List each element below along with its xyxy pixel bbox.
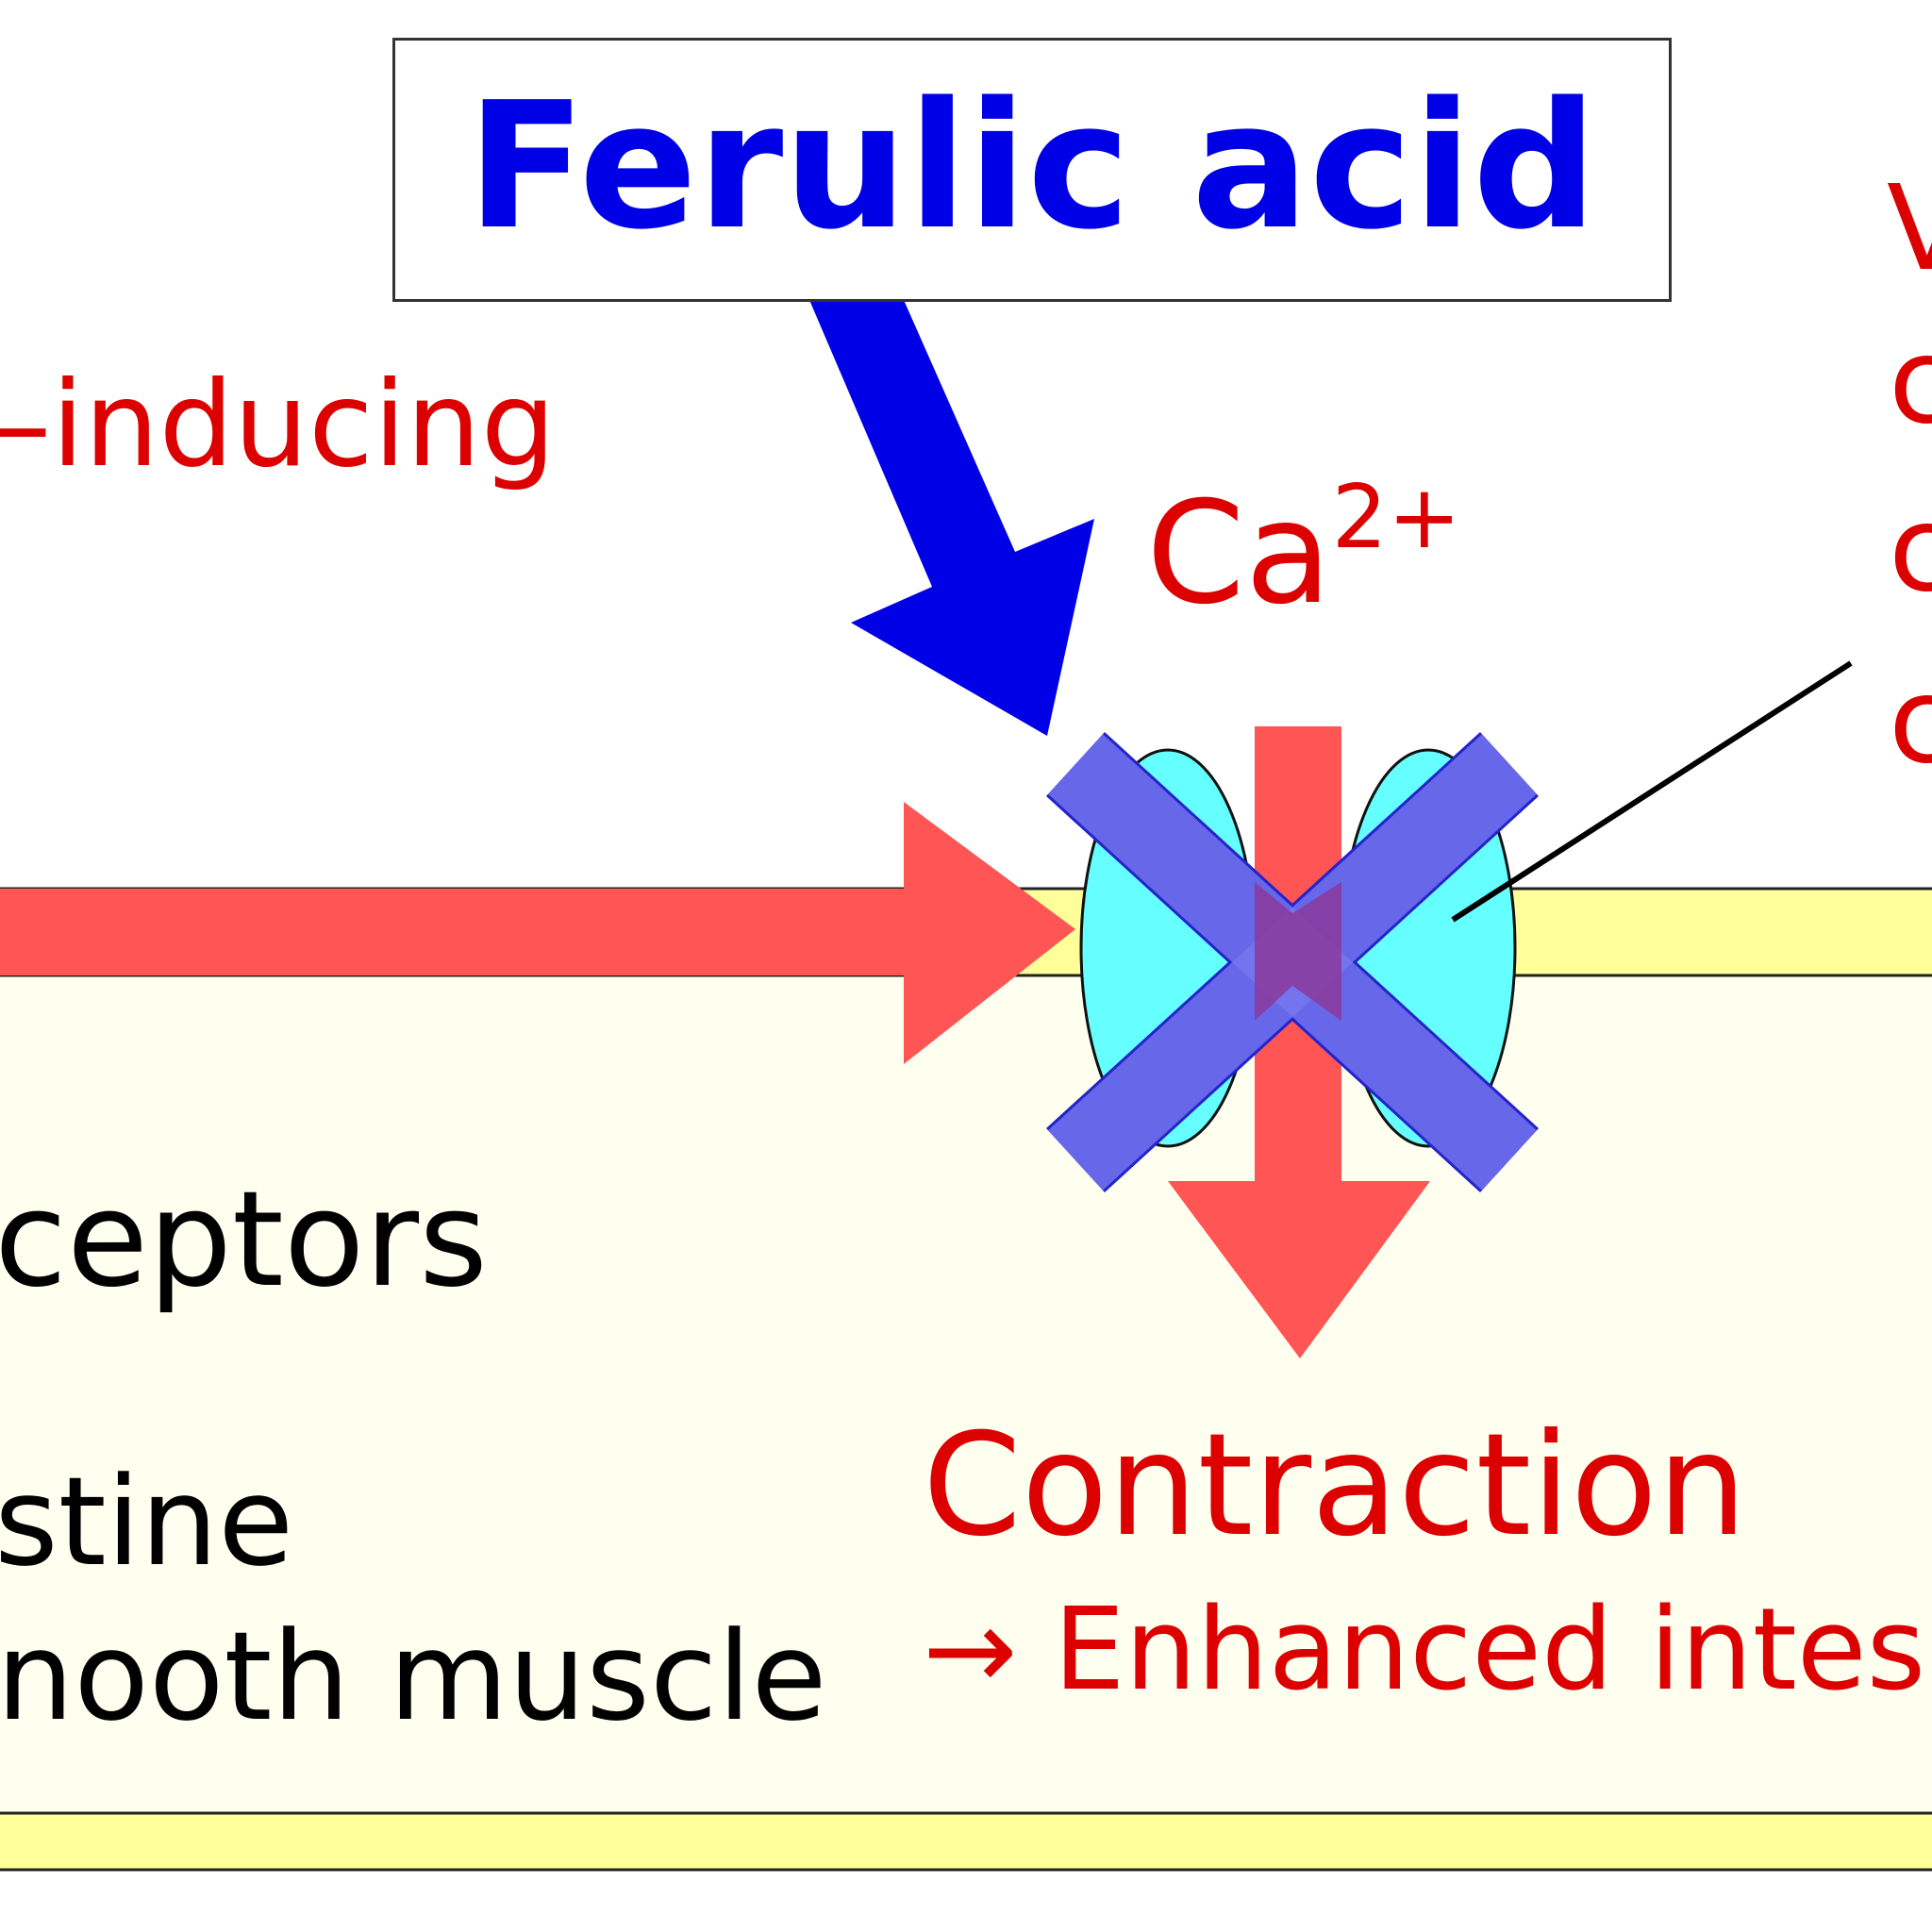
enhanced-label: → Enhanced intes <box>923 1585 1926 1716</box>
right-edge-letter-2: c <box>1889 481 1932 618</box>
calcium-ion-label: Ca2+ <box>1146 474 1461 625</box>
receptors-label: ceptors <box>0 1163 489 1317</box>
intestine-label: stine <box>0 1450 294 1593</box>
channel-pore <box>1255 882 1341 1021</box>
cell-interior <box>0 976 1932 1816</box>
diagonal-down-arrow-icon <box>809 300 1094 736</box>
cell-membrane-bottom <box>0 1811 1932 1872</box>
smooth-muscle-label: nooth muscle <box>0 1605 827 1748</box>
right-edge-letter-3: c <box>1889 653 1932 790</box>
calcium-symbol: Ca <box>1146 472 1332 636</box>
right-edge-letter-1: c <box>1889 313 1932 450</box>
contraction-label: Contraction <box>923 1404 1747 1568</box>
page-title: Ferulic acid <box>466 63 1598 268</box>
right-arrow-icon <box>0 802 1075 1064</box>
inducing-label: –inducing <box>0 357 557 493</box>
calcium-charge: 2+ <box>1331 466 1461 569</box>
title-box: Ferulic acid <box>392 38 1672 302</box>
right-edge-label-v: V <box>1887 160 1932 297</box>
callout-line <box>1451 660 1853 923</box>
